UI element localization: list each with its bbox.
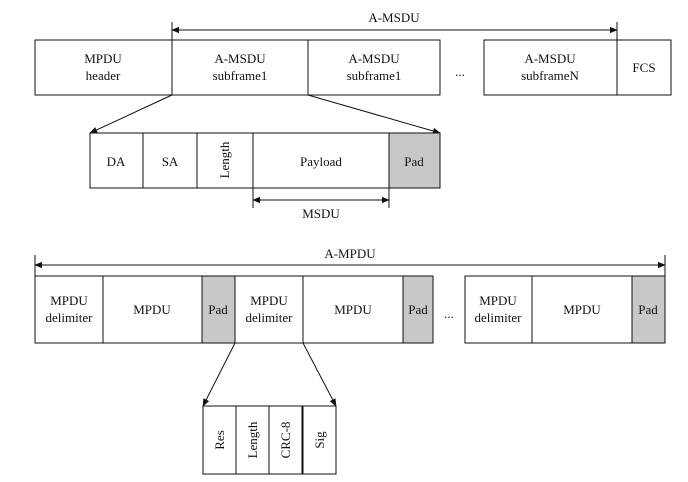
delimiter-length-field-label: Length xyxy=(245,421,260,458)
ampdu-expand-arrow-right xyxy=(302,342,337,407)
amsdu-expand-arrow-left xyxy=(89,94,173,134)
mpdu-delimiter1-label-line2: delimiter xyxy=(46,310,94,325)
ampdu-pad3-box xyxy=(631,275,666,344)
amsdu-subframe1-label-line1: A-MSDU xyxy=(214,51,266,66)
mpdu-header-box xyxy=(34,39,173,96)
ampdu-ellipsis: ... xyxy=(444,306,454,321)
payload-field-box xyxy=(252,132,390,189)
ampdu-span-label: A-MPDU xyxy=(324,246,376,261)
amsdu-subframeN-label-line2: subframeN xyxy=(521,68,579,83)
mpdu-delimiter1-box xyxy=(34,275,104,344)
mpdu2-box xyxy=(302,275,404,344)
ampdu-pad1-label: Pad xyxy=(208,302,228,317)
length-field-box xyxy=(196,132,254,189)
mpdu1-label: MPDU xyxy=(133,302,171,317)
res-field-label: Res xyxy=(212,430,227,450)
mpdu3-box xyxy=(531,275,633,344)
amsdu-subframe1-box xyxy=(171,39,309,96)
amsdu-pad-field-box xyxy=(388,132,441,189)
amsdu-subframe2-label-line1: A-MSDU xyxy=(348,51,400,66)
mpdu-delimiter2-label-line1: MPDU xyxy=(250,293,288,308)
crc8-field-box xyxy=(268,405,303,475)
sig-field-box xyxy=(302,405,337,475)
amsdu-subframeN-label-line1: A-MSDU xyxy=(524,51,576,66)
mpdu-header-label-line2: header xyxy=(86,68,121,83)
ampdu-pad3-label: Pad xyxy=(638,302,658,317)
amsdu-pad-field-label: Pad xyxy=(404,154,424,169)
mpdu-delimiter2-box xyxy=(234,275,304,344)
payload-field-label: Payload xyxy=(300,154,342,169)
da-field-box xyxy=(89,132,144,189)
amsdu-ellipsis: ... xyxy=(455,64,465,79)
amsdu-subframeN-box xyxy=(483,39,618,96)
delimiter-length-field-box xyxy=(235,405,270,475)
mpdu-delimiter3-label-line1: MPDU xyxy=(479,293,517,308)
da-field-label: DA xyxy=(107,154,126,169)
ampdu-section: A-MPDU MPDU delimiter MPDU Pad MPDU deli… xyxy=(34,246,666,475)
mpdu-delimiter3-box xyxy=(464,275,533,344)
ampdu-pad2-label: Pad xyxy=(408,302,428,317)
amsdu-subframe1-label-line2: subframe1 xyxy=(213,68,268,83)
msdu-span-label: MSDU xyxy=(302,206,340,221)
mpdu-delimiter1-label-line1: MPDU xyxy=(50,293,88,308)
fcs-label: FCS xyxy=(632,60,655,75)
ampdu-pad2-box xyxy=(402,275,434,344)
amsdu-span-label: A-MSDU xyxy=(368,10,420,25)
sig-field-label: Sig xyxy=(312,431,327,449)
sa-field-label: SA xyxy=(162,154,179,169)
mpdu2-label: MPDU xyxy=(334,302,372,317)
ampdu-expand-arrow-left xyxy=(202,342,236,407)
mpdu3-label: MPDU xyxy=(563,302,601,317)
mpdu-header-label-line1: MPDU xyxy=(84,51,122,66)
crc8-field-label: CRC-8 xyxy=(278,422,293,459)
ampdu-pad1-box xyxy=(201,275,236,344)
amsdu-expand-arrow-right xyxy=(307,94,441,135)
amsdu-subframe2-label-line2: subframe1 xyxy=(347,68,402,83)
mpdu-delimiter3-label-line2: delimiter xyxy=(475,310,523,325)
amsdu-section: A-MSDU MPDU header A-MSDU subframe1 A-MS… xyxy=(34,10,672,221)
amsdu-subframe2-box xyxy=(307,39,441,96)
mpdu-delimiter2-label-line2: delimiter xyxy=(246,310,294,325)
fcs-box xyxy=(616,39,672,96)
length-field-label: Length xyxy=(217,141,232,178)
